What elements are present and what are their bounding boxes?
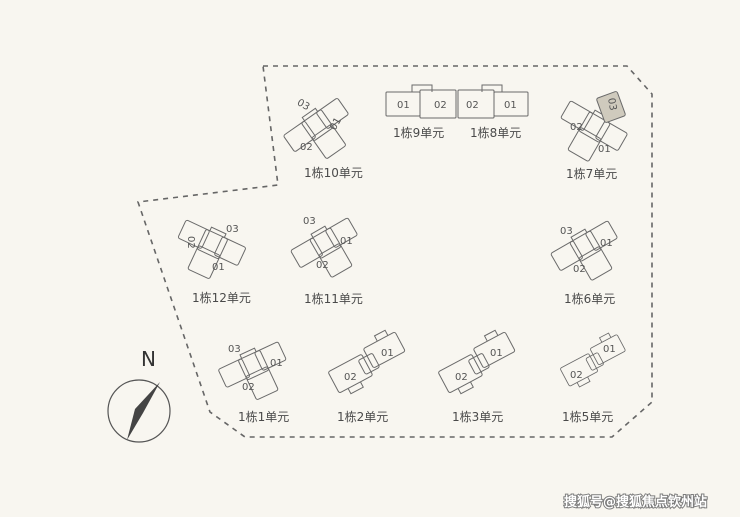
building-label: 1栋9单元 <box>393 125 444 140</box>
compass-north-label: N <box>141 347 156 371</box>
unit-label: 01 <box>381 348 394 359</box>
building-10[interactable] <box>280 94 364 173</box>
unit-label: 02 <box>185 236 196 249</box>
unit-label: 01 <box>490 348 503 359</box>
building-label: 1栋11单元 <box>304 291 363 306</box>
unit-label: 01 <box>212 262 225 273</box>
watermark-text: 搜狐号@搜狐焦点钦州站 <box>564 494 707 510</box>
unit-label: 02 <box>570 370 583 381</box>
unit-label: 01 <box>598 144 611 155</box>
unit-label: 02 <box>242 382 255 393</box>
unit-label: 01 <box>340 236 353 247</box>
compass-circle <box>107 379 171 443</box>
unit-label: 03 <box>560 226 573 237</box>
unit-label: 03 <box>226 224 239 235</box>
building-9[interactable] <box>385 84 457 119</box>
building-2[interactable] <box>322 326 412 399</box>
unit-label: 02 <box>573 264 586 275</box>
building-11[interactable] <box>288 213 371 290</box>
unit-label: 02 <box>434 100 447 111</box>
building-label: 1栋3单元 <box>452 409 503 424</box>
unit-label: 03 <box>228 344 241 355</box>
unit-label: 02 <box>316 260 329 271</box>
building-label: 1栋10单元 <box>304 165 363 180</box>
unit-label: 01 <box>600 238 613 249</box>
unit-label: 01 <box>270 358 283 369</box>
building-label: 1栋12单元 <box>192 290 251 305</box>
unit-label: 01 <box>603 344 616 355</box>
building-label: 1栋5单元 <box>562 409 613 424</box>
compass: N <box>107 347 171 443</box>
building-3[interactable] <box>432 326 522 399</box>
unit-label: 02 <box>570 122 583 133</box>
unit-label: 03 <box>605 97 618 111</box>
site-boundary <box>136 65 653 438</box>
highlighted-unit[interactable] <box>596 91 626 123</box>
building-label: 1栋1单元 <box>238 409 289 424</box>
building-label: 1栋7单元 <box>566 166 617 181</box>
building-label: 1栋2单元 <box>337 409 388 424</box>
unit-label: 02 <box>455 372 468 383</box>
unit-label: 03 <box>295 97 312 113</box>
unit-label: 02 <box>344 372 357 383</box>
unit-label: 02 <box>466 100 479 111</box>
building-label: 1栋6单元 <box>564 291 615 306</box>
compass-needle-icon <box>127 382 160 440</box>
unit-label: 03 <box>303 216 316 227</box>
unit-label: 01 <box>504 100 517 111</box>
building-label: 1栋8单元 <box>470 125 521 140</box>
unit-label: 02 <box>300 142 313 153</box>
building-5[interactable] <box>555 329 631 392</box>
building-8[interactable] <box>457 84 529 119</box>
unit-label: 01 <box>397 100 410 111</box>
